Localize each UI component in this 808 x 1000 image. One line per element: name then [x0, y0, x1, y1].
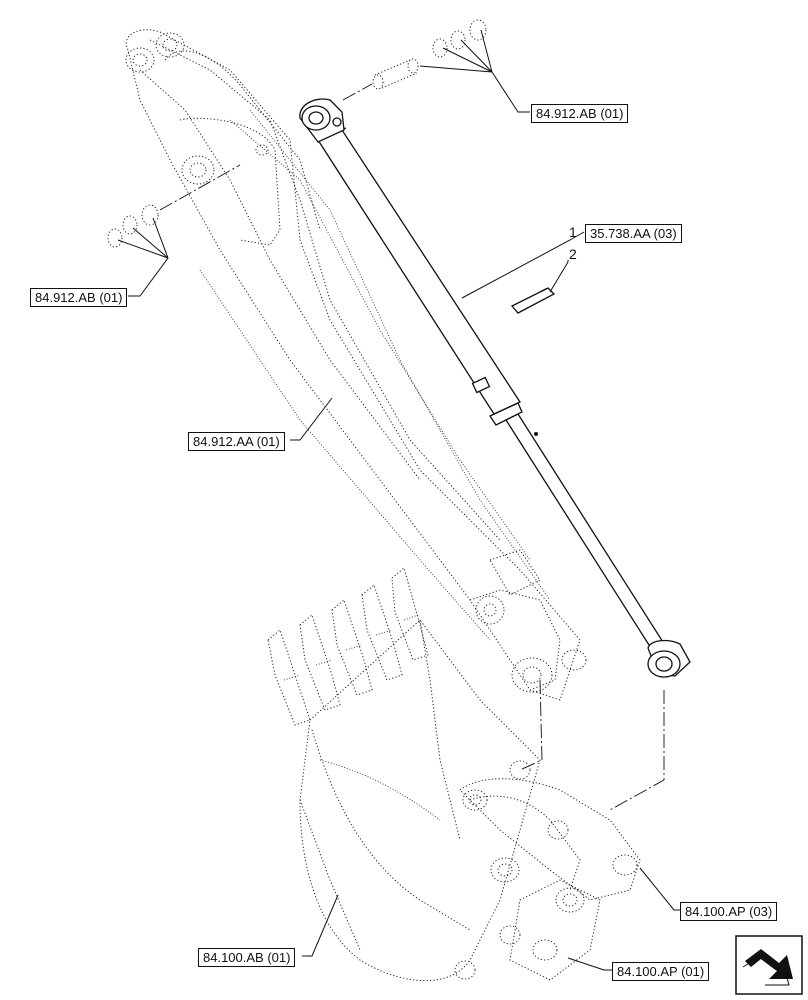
callout-cylinder: 35.738.AA (03) — [585, 224, 682, 243]
callout-bucket: 84.100.AB (01) — [198, 948, 296, 967]
callout-linkage-03: 84.100.AP (03) — [680, 902, 778, 921]
next-page-arrow-icon[interactable] — [735, 935, 803, 995]
bucket-cylinder — [299, 98, 691, 678]
leader-lines — [117, 29, 680, 971]
item-number-lubricator: 2 — [569, 246, 577, 262]
pin-group-left — [107, 164, 241, 248]
callout-pin-group-top: 84.912.AB (01) — [531, 104, 629, 123]
item-number-cylinder: 1 — [569, 224, 577, 240]
phantom-arm-to-bucket — [519, 679, 543, 771]
callout-pin-group-left: 84.912.AB (01) — [30, 288, 128, 307]
bucket — [267, 567, 641, 982]
dipper-arm — [125, 29, 587, 701]
callout-arm: 84.912.AA (01) — [188, 432, 285, 451]
phantom-rod-to-linkage — [609, 690, 665, 811]
grease-fitting — [510, 287, 556, 314]
pin-group-top — [342, 19, 487, 101]
callout-linkage-01: 84.100.AP (01) — [612, 962, 710, 981]
